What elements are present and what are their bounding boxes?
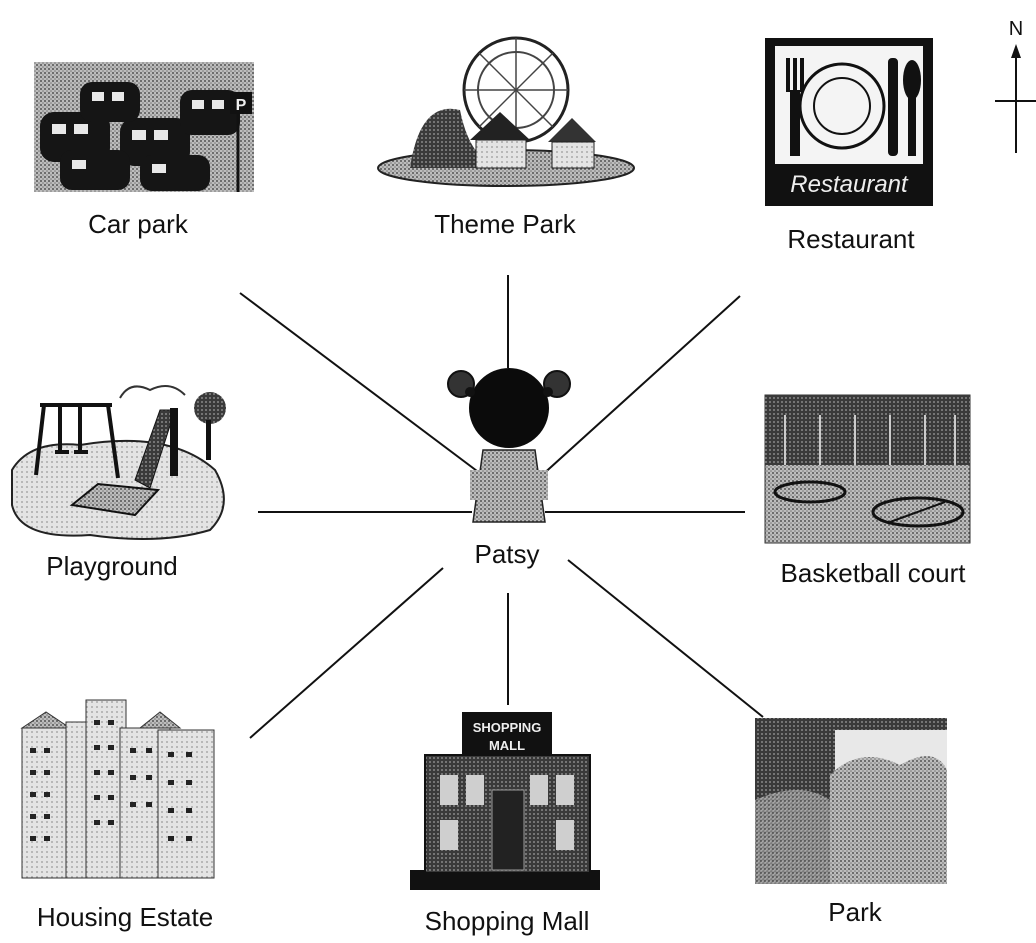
car-park-sign: P [236, 97, 247, 114]
line-south-east [567, 559, 764, 718]
label-car-park: Car park [88, 209, 188, 239]
theme-park-picture [377, 36, 635, 187]
connector-lines [239, 275, 764, 739]
mall-sign-line1: SHOPPING [473, 720, 542, 735]
park-picture [755, 718, 947, 884]
label-restaurant: Restaurant [787, 224, 915, 254]
line-north-east [539, 295, 741, 478]
line-north-west [239, 292, 486, 478]
label-housing-estate: Housing Estate [36, 902, 214, 932]
patsy-figure [447, 368, 571, 523]
label-basketball-court: Basketball court [780, 558, 966, 588]
mall-sign-line2: MALL [489, 738, 525, 753]
north-arrow-icon [1011, 44, 1021, 58]
label-park: Park [828, 897, 882, 927]
label-theme-park: Theme Park [434, 209, 576, 239]
basketball-court-picture [764, 394, 971, 544]
compass-north-label: N [1009, 18, 1023, 40]
restaurant-picture: Restaurant [765, 38, 933, 206]
restaurant-sign: Restaurant [790, 171, 909, 198]
label-playground: Playground [46, 551, 178, 581]
compass: N [995, 18, 1036, 153]
car-park-picture: P [34, 62, 254, 192]
line-south-west [249, 567, 444, 739]
shopping-mall-picture: SHOPPING MALL [410, 712, 600, 890]
label-patsy: Patsy [474, 539, 540, 569]
housing-estate-picture [20, 699, 215, 879]
playground-picture [11, 385, 226, 540]
label-shopping-mall: Shopping Mall [424, 906, 590, 936]
